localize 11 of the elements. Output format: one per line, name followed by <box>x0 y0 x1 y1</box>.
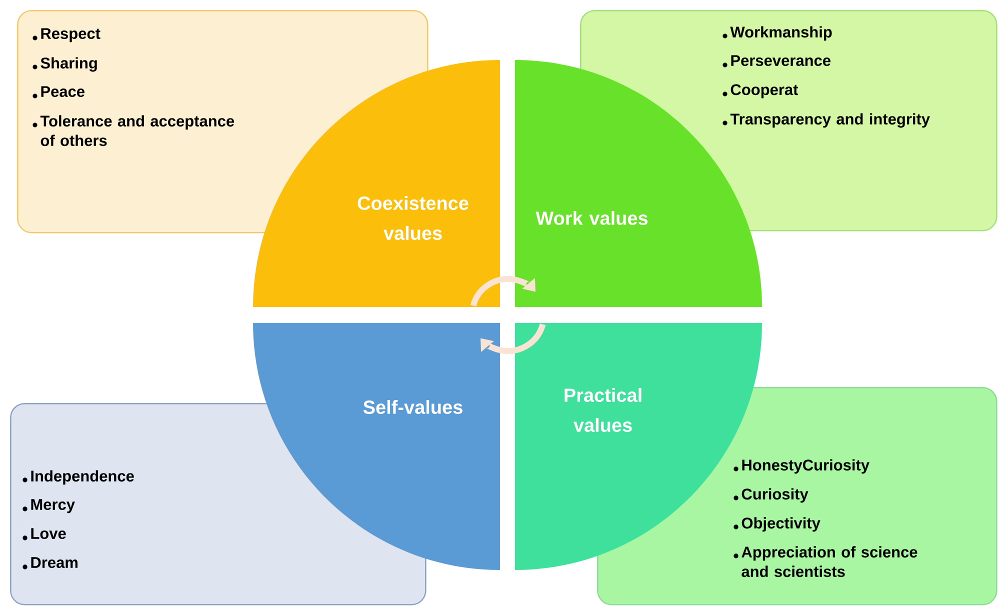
list-item: Mercy <box>22 499 75 514</box>
list-item: Tolerance and acceptance of others <box>32 115 234 146</box>
list-item: Independence <box>22 470 134 485</box>
list-item: Dream <box>22 557 78 570</box>
list-item: Sharing <box>32 57 97 72</box>
list-item: Love <box>22 528 66 540</box>
quadrant-sector: Self-values <box>253 323 500 570</box>
list-item: Respect <box>32 28 100 42</box>
quadrant-sector: Coexistence values <box>253 60 500 307</box>
list-item: Workmanship <box>722 26 832 41</box>
list-item: Peace <box>32 86 84 98</box>
